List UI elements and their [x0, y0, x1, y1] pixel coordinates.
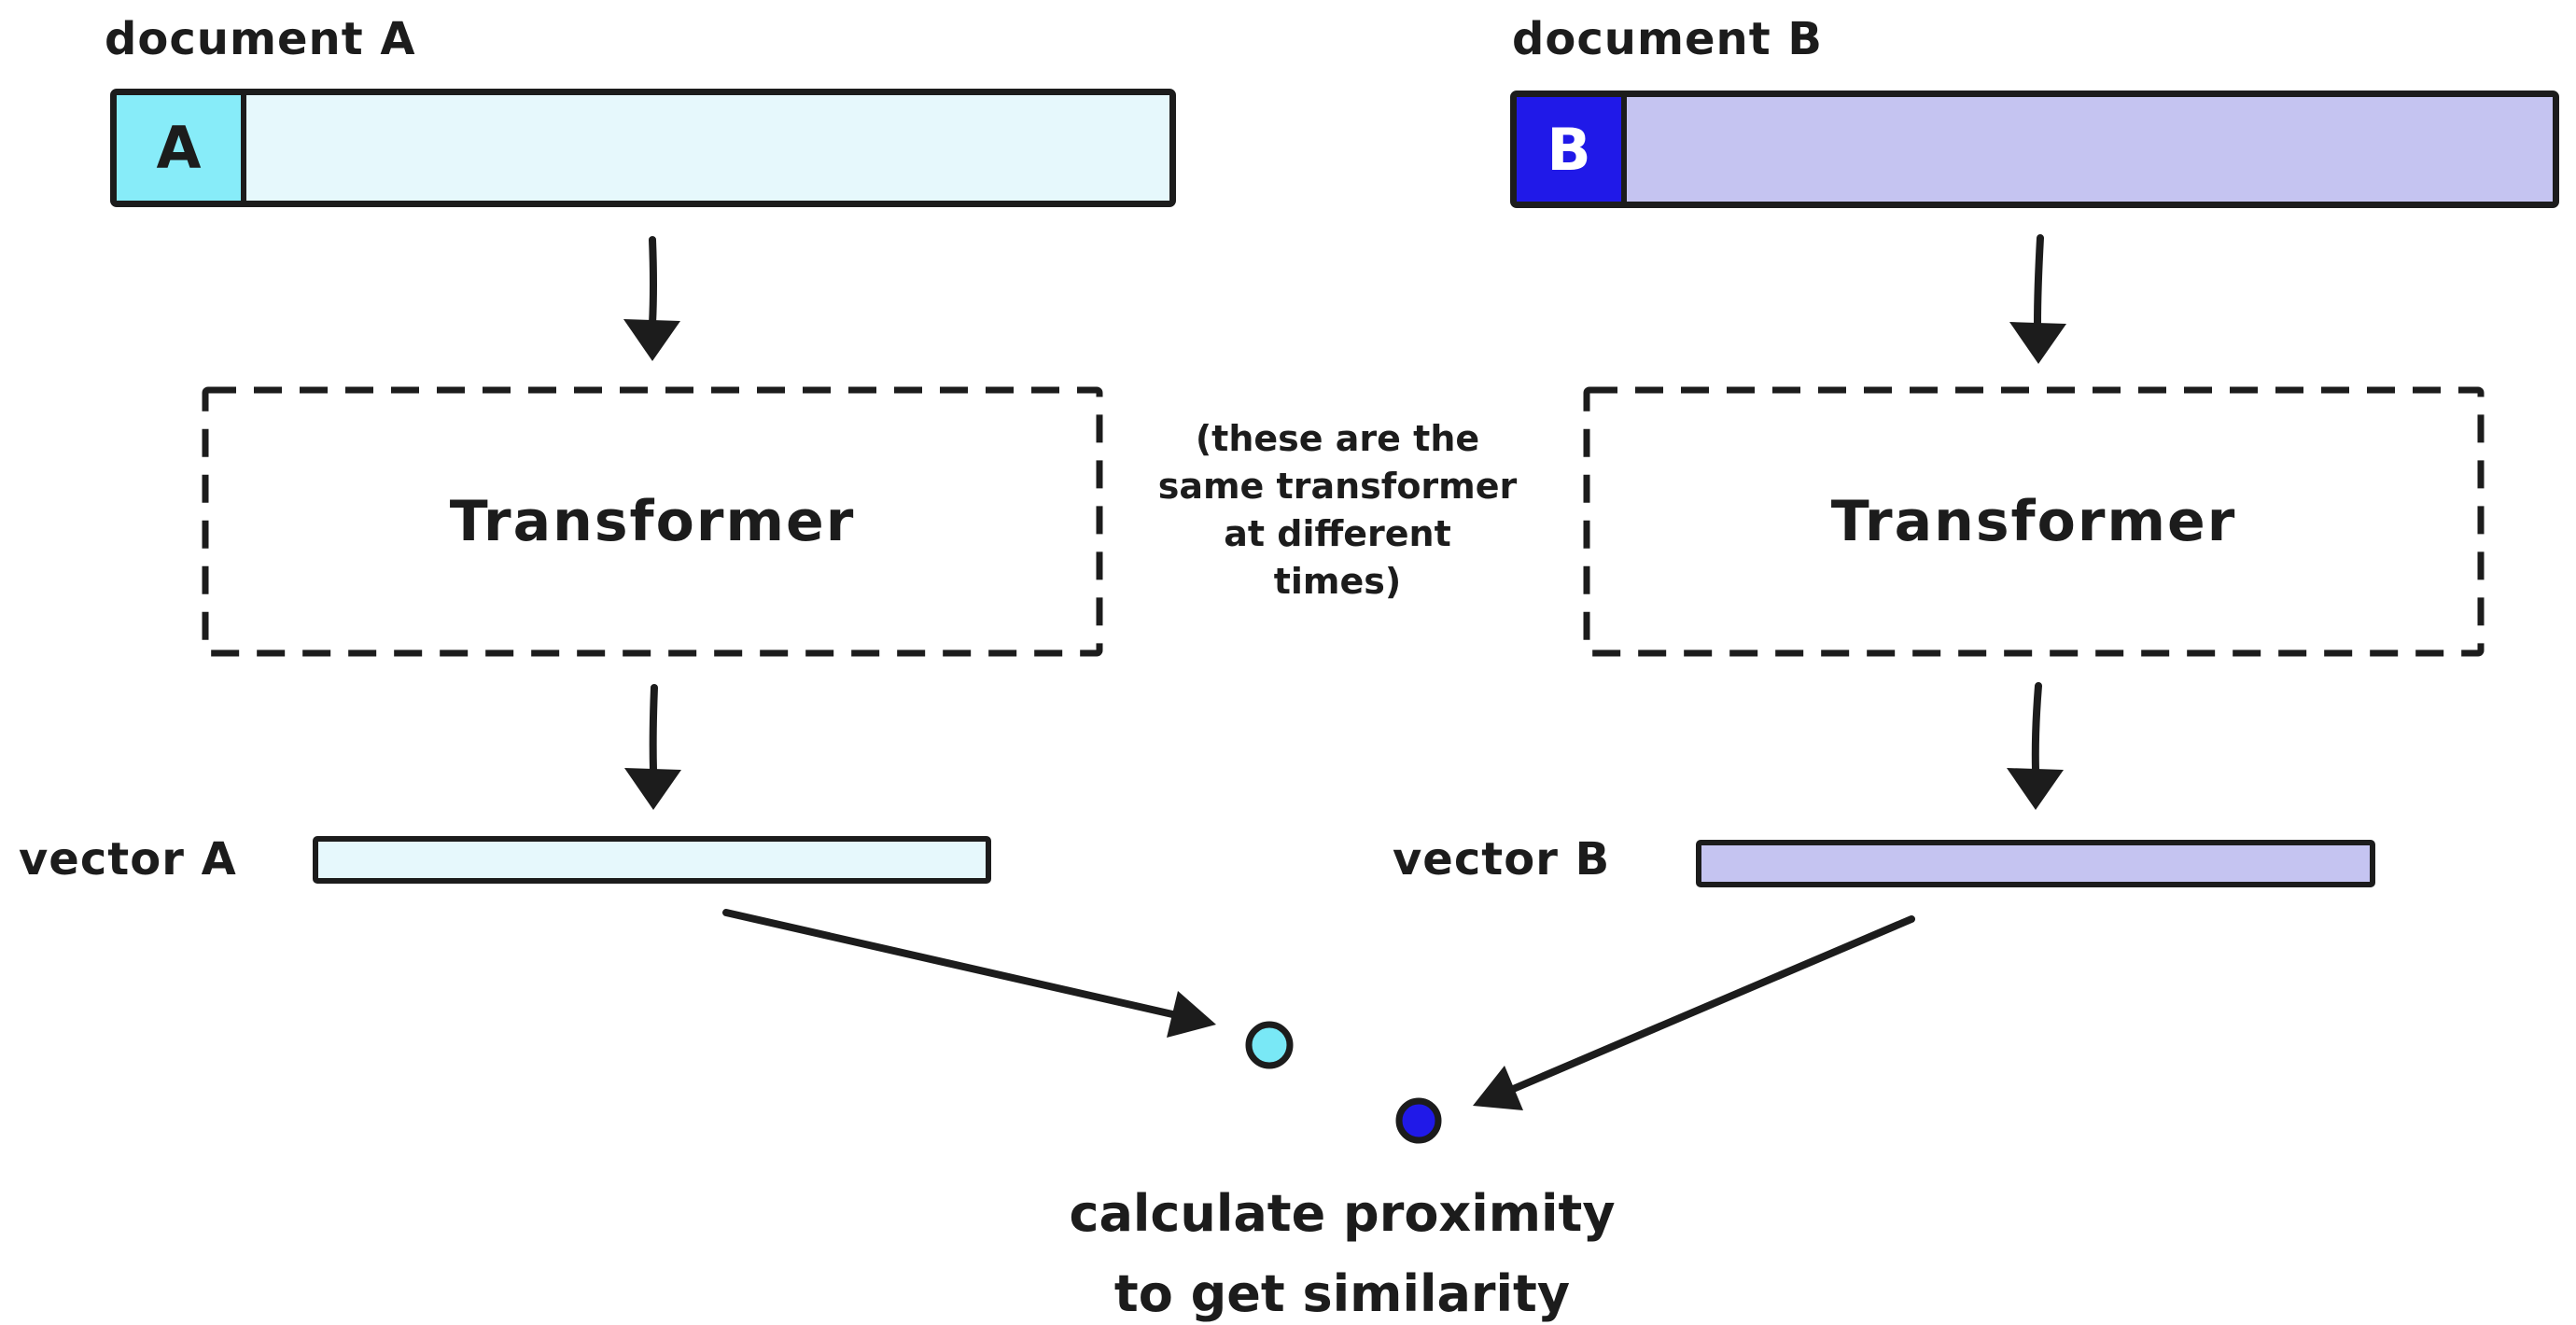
vector-b-label: vector B [1393, 833, 1611, 886]
note-line: (these are the [1195, 418, 1480, 459]
vector-a-point [1245, 1021, 1294, 1069]
arrow-document-b-to-transformer-icon [2009, 234, 2066, 364]
document-a-box: A [110, 89, 1176, 207]
document-a-cell-letter: A [156, 114, 202, 182]
transformer-box-left [202, 386, 1103, 657]
note-line: times) [1273, 561, 1402, 602]
note-line: at different [1224, 513, 1451, 554]
arrow-transformer-to-vector-b-icon [2007, 682, 2064, 810]
document-b-box: B [1510, 91, 2559, 208]
arrow-vector-b-to-point-icon [1473, 915, 1915, 1110]
transformer-right-label: Transformer [1830, 489, 2237, 554]
vector-a-label: vector A [19, 833, 237, 886]
arrow-transformer-to-vector-a-icon [624, 684, 681, 810]
caption-line: to get similarity [1113, 1264, 1571, 1323]
document-b-cell: B [1517, 97, 1627, 202]
caption: calculate proximity to get similarity [1043, 1174, 1641, 1325]
transformer-box-right [1583, 386, 2485, 657]
document-b-body [1627, 97, 2553, 202]
transformer-left-label: Transformer [449, 489, 856, 554]
document-a-cell: A [117, 95, 246, 201]
document-a-body [246, 95, 1169, 201]
arrow-vector-a-to-point-icon [722, 909, 1216, 1038]
document-a-label: document A [105, 13, 416, 65]
document-b-cell-letter: B [1547, 115, 1591, 184]
vector-b-point [1395, 1097, 1442, 1144]
document-b-label: document B [1512, 13, 1823, 65]
vector-b-bar [1696, 840, 2375, 887]
caption-line: calculate proximity [1069, 1184, 1616, 1243]
same-transformer-note: (these are the same transformer at diffe… [1141, 415, 1533, 606]
vector-a-bar [313, 836, 991, 884]
note-line: same transformer [1157, 466, 1518, 507]
arrow-document-a-to-transformer-icon [623, 236, 680, 361]
